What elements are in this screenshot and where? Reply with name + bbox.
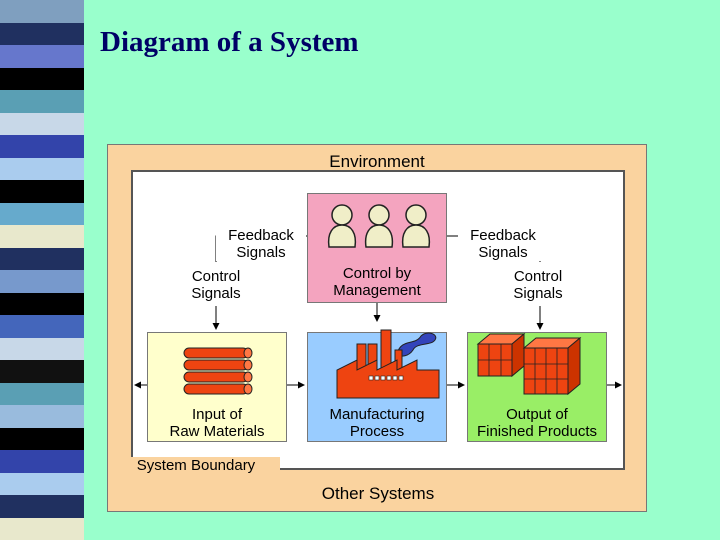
environment-label: Environment bbox=[329, 152, 425, 171]
factory-icon bbox=[336, 329, 440, 399]
right-control-label: Control Signals bbox=[513, 268, 563, 302]
crates-icon bbox=[476, 332, 582, 396]
input-label: Input of Raw Materials bbox=[169, 406, 265, 440]
system-boundary-label: System Boundary bbox=[112, 457, 280, 474]
people-icon bbox=[327, 204, 431, 248]
right-feedback-label: Feedback Signals bbox=[458, 227, 548, 261]
process-label: Manufacturing Process bbox=[329, 406, 425, 440]
management-label: Control by Management bbox=[333, 265, 421, 299]
output-label: Output of Finished Products bbox=[476, 406, 598, 440]
decorative-stripe bbox=[0, 0, 84, 540]
left-feedback-label: Feedback Signals bbox=[216, 227, 306, 261]
other-systems-label: Other Systems bbox=[321, 484, 435, 503]
left-control-label: Control Signals bbox=[191, 268, 241, 302]
logs-icon bbox=[183, 347, 253, 395]
slide-title: Diagram of a System bbox=[100, 26, 359, 58]
